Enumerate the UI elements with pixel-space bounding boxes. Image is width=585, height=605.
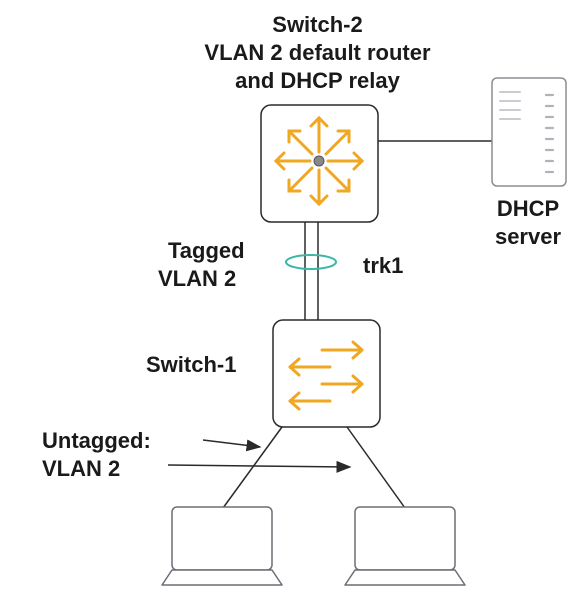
trunk-name: trk1 xyxy=(363,253,404,278)
laptop-right-icon xyxy=(344,506,466,586)
switch2-name: Switch-2 xyxy=(272,12,363,37)
access-link-right xyxy=(346,426,406,509)
untagged-pointer-arrow-2 xyxy=(167,460,352,473)
untagged-pointer-arrow-1 xyxy=(202,439,262,452)
switch1-icon xyxy=(272,319,381,428)
switch1-name: Switch-1 xyxy=(146,352,237,377)
trunk-tagged-line1: Tagged xyxy=(168,238,245,263)
trunk-tagged-line2: VLAN 2 xyxy=(158,266,237,291)
server-icon xyxy=(491,77,567,187)
dhcp-server-line2: server xyxy=(494,224,562,249)
access-link-left xyxy=(222,426,283,509)
trunk-ring-icon xyxy=(285,254,337,270)
access-line1: Untagged: xyxy=(42,428,151,453)
access-line2: VLAN 2 xyxy=(42,456,121,481)
switch2-role-line1: VLAN 2 default router xyxy=(204,40,431,65)
switch2-role-line2: and DHCP relay xyxy=(235,68,400,93)
dhcp-server-line1: DHCP xyxy=(496,196,560,221)
laptop-left-icon xyxy=(161,506,283,586)
switch2-icon xyxy=(260,104,379,223)
